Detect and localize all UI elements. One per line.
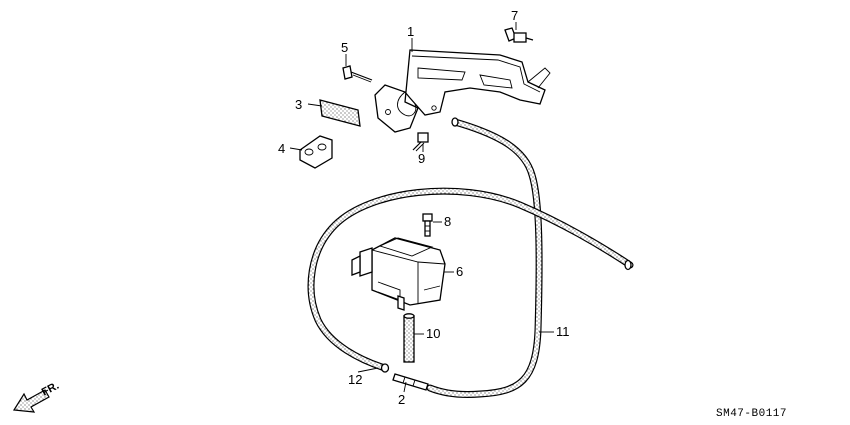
diagram-code: SM47-B0117 [716,408,787,420]
callout-8: 8 [444,214,451,229]
leader-lines [289,22,554,393]
bolt-5 [342,65,373,83]
callout-5: 5 [341,40,348,55]
plate-3 [319,99,361,127]
screw-9 [412,132,429,152]
callout-4: 4 [278,141,285,156]
callout-7: 7 [511,8,518,23]
joint-2 [392,373,429,391]
callout-1: 1 [407,24,414,39]
callout-6: 6 [456,264,463,279]
callout-3: 3 [295,97,302,112]
callout-11: 11 [556,324,570,339]
hose-12 [307,187,634,373]
bracket-1 [374,49,551,133]
callout-12: 12 [348,372,362,387]
front-direction-arrow-icon [12,389,50,413]
bolt-8 [422,213,433,237]
bolt-7 [504,27,534,43]
front-direction-label: FR. [40,380,61,399]
clamp-4 [299,135,333,169]
callout-9: 9 [418,151,425,166]
callout-2: 2 [398,392,405,407]
hose-10 [403,313,415,363]
hose-11 [426,117,543,398]
callout-10: 10 [426,326,440,341]
solenoid-valve-6 [351,237,446,311]
